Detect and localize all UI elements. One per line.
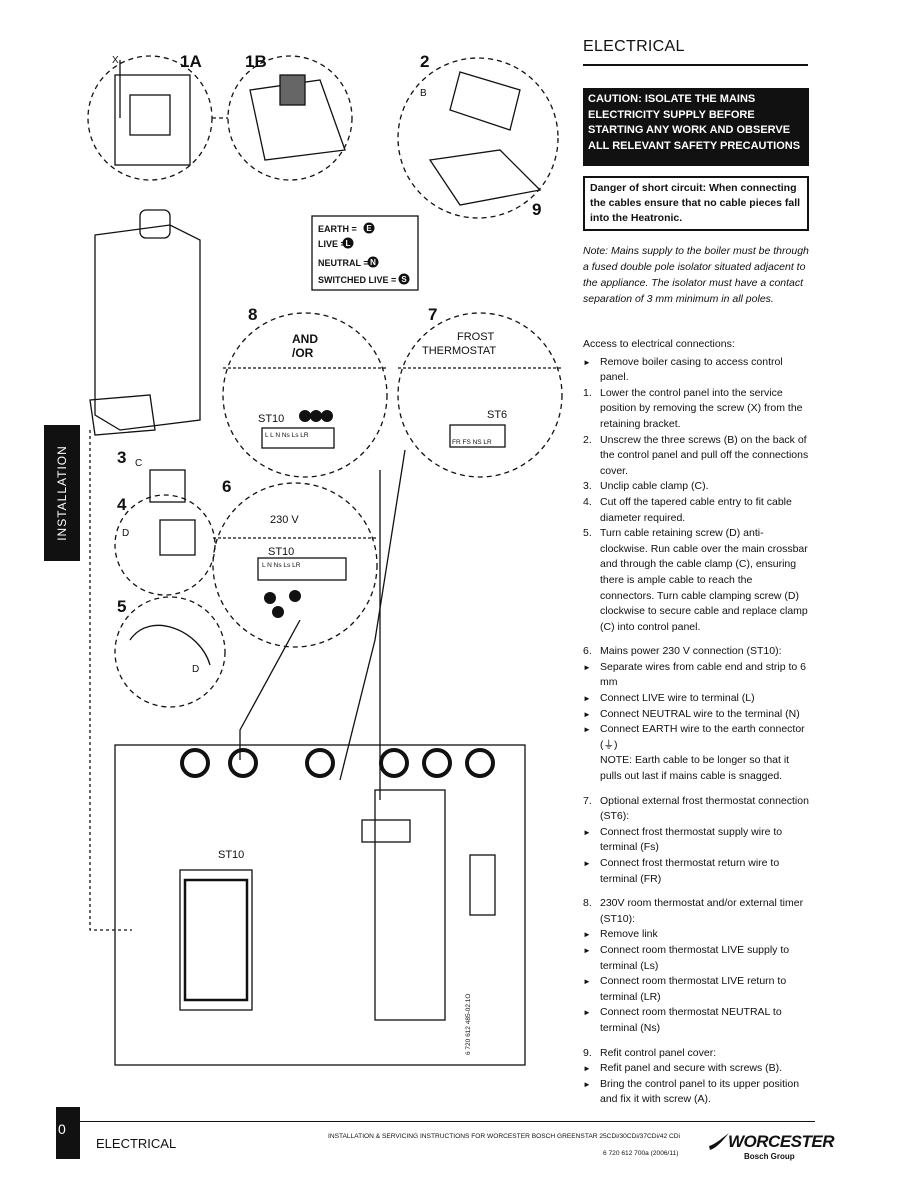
list-item: 9.Refit control panel cover:	[583, 1046, 717, 1059]
and-label: AND	[292, 332, 318, 346]
legend-earth: EARTH =	[318, 224, 357, 234]
list-intro: Access to electrical connections:	[583, 338, 735, 350]
badge-e: E	[366, 224, 372, 233]
st6-terminal-block	[449, 424, 506, 448]
st6-label: ST6	[487, 409, 507, 421]
list-item: ►Connect room thermostat LIVE return to …	[583, 975, 787, 1003]
st10-label-6: ST10	[268, 546, 294, 558]
danger-box: Danger of short circuit: When connecting…	[583, 176, 809, 231]
st10-label: ST10	[258, 413, 284, 425]
footer-document-title: INSTALLATION & SERVICING INSTRUCTIONS FO…	[328, 1133, 680, 1140]
legend-neutral: NEUTRAL =	[318, 258, 369, 268]
label-d2: D	[192, 664, 199, 675]
or-label: /OR	[292, 346, 314, 360]
section-side-tab: INSTALLATION	[44, 425, 80, 561]
installation-diagram: E L N S 1A 1B 2 9 8 7 3 4 5 6 X B C D D …	[87, 52, 563, 1066]
legend-live: LIVE =	[318, 239, 346, 249]
side-tab-label: INSTALLATION	[55, 445, 69, 541]
list-item: ►Connect NEUTRAL wire to the terminal (N…	[583, 707, 800, 720]
part-number: 6 720 612 485-02.1O	[465, 994, 472, 1055]
st10-terminal-block	[261, 427, 335, 449]
list-item: ►Connect frost thermostat supply wire to…	[583, 825, 783, 854]
detail-7-circle	[397, 312, 563, 478]
label-1a: 1A	[180, 52, 202, 71]
list-item: 4.Cut off the tapered cable entry to fit…	[583, 495, 792, 524]
list-item: 3.Unclip cable clamp (C).	[583, 480, 709, 493]
label-x: X	[112, 55, 119, 66]
list-item: 7.Optional external frost thermostat con…	[583, 794, 809, 823]
page-number-tab: 0	[56, 1107, 80, 1159]
brand-name: WORCESTER	[728, 1132, 835, 1151]
detail-1b-circle	[227, 55, 353, 181]
label-5: 5	[117, 597, 126, 616]
section-title: ELECTRICAL	[583, 38, 685, 55]
list-item: ►Connect room thermostat LIVE supply to …	[583, 943, 790, 972]
st6-terminals: FR FS NS LR	[452, 439, 492, 446]
st10-terminals: L L N Ns Ls LR	[265, 432, 309, 439]
detail-2-circle	[397, 57, 559, 219]
brand-group: Bosch Group	[744, 1152, 795, 1161]
st10-terminals-6: L N Ns Ls LR	[262, 562, 301, 569]
label-4: 4	[117, 495, 127, 514]
voltage-label: 230 V	[270, 514, 299, 526]
worcester-logo: WORCESTER Bosch Group	[708, 1128, 835, 1168]
control-panel-sketch	[114, 74, 191, 166]
frost-label: FROST	[457, 331, 495, 343]
legend-box	[311, 215, 419, 291]
swoosh-icon	[709, 1133, 729, 1150]
boiler-sketch	[94, 224, 201, 431]
list-item: ►Remove link	[583, 928, 658, 941]
title-rule	[583, 64, 808, 66]
label-d: D	[122, 528, 129, 539]
list-item: ►Bring the control panel to its upper po…	[583, 1077, 800, 1106]
list-item: 2.Unscrew the three screws (B) on the ba…	[583, 433, 809, 477]
badge-n: N	[370, 258, 376, 267]
detail-8-circle	[222, 312, 388, 478]
footer-rule	[80, 1121, 815, 1122]
control-panel-board	[114, 744, 526, 1066]
thermostat-label: THERMOSTAT	[422, 345, 496, 357]
list-item: ►Connect room thermostat NEUTRAL to term…	[583, 1006, 782, 1034]
list-item: ►Refit panel and secure with screws (B).	[583, 1062, 783, 1075]
list-item: ►Remove boiler casing to access control …	[583, 355, 783, 384]
list-item: 8.230V room thermostat and/or external t…	[583, 897, 804, 925]
st10-panel-label: ST10	[218, 849, 244, 861]
list-item: ►Connect frost thermostat return wire to…	[583, 857, 780, 885]
label-8: 8	[248, 305, 257, 324]
list-item: 5.Turn cable retaining screw (D) anti-cl…	[583, 527, 808, 633]
connector-row	[180, 748, 495, 778]
list-item: ►Connect EARTH wire to the earth connect…	[583, 723, 805, 751]
list-item: ►Separate wires from cable end and strip…	[583, 660, 807, 689]
badge-s: S	[401, 275, 407, 284]
detail-6-circle	[212, 482, 378, 648]
list-item: 1.Lower the control panel into the servi…	[583, 386, 803, 430]
footer-title: ELECTRICAL	[96, 1136, 177, 1151]
list-item: NOTE: Earth cable to be longer so that i…	[600, 754, 790, 783]
label-7: 7	[428, 305, 437, 324]
footer-document-code: 6 720 612 700a (2006/11)	[603, 1150, 679, 1157]
badge-l: L	[346, 239, 351, 248]
label-b: B	[420, 88, 427, 99]
label-c: C	[135, 458, 142, 469]
label-6: 6	[222, 477, 231, 496]
label-3: 3	[117, 448, 126, 467]
instructions-list: Access to electrical connections: ►Remov…	[583, 337, 809, 1108]
cable-clamp-sketch	[149, 469, 186, 503]
label-2: 2	[420, 52, 429, 71]
list-item: ►Connect LIVE wire to terminal (L)	[583, 692, 755, 705]
caution-box: CAUTION: ISOLATE THE MAINS ELECTRICITY S…	[583, 88, 809, 166]
mains-note: Note: Mains supply to the boiler must be…	[583, 245, 809, 305]
list-item: 6.Mains power 230 V connection (ST10):	[583, 645, 782, 658]
page-number: 0	[58, 1121, 66, 1137]
label-9: 9	[532, 200, 541, 219]
legend-switched: SWITCHED LIVE =	[318, 275, 396, 285]
label-1b: 1B	[245, 52, 267, 71]
